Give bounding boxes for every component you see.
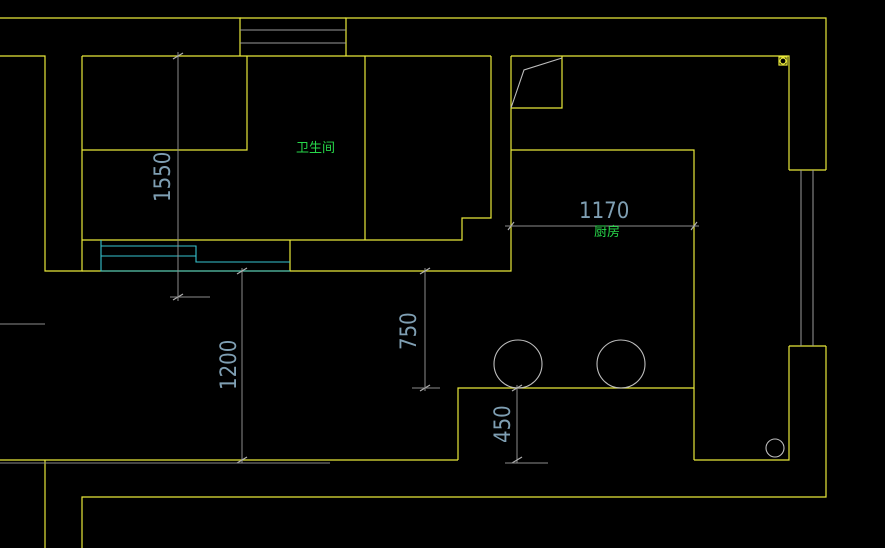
walls (0, 17, 827, 548)
dim-1200: 1200 (217, 340, 242, 390)
room-label-kitchen: 厨房 (594, 224, 620, 240)
dim-450: 450 (491, 405, 516, 443)
stove-burner-right (596, 339, 646, 389)
cabinet-door-swing (510, 57, 563, 109)
windows (240, 29, 814, 346)
dim-750: 750 (397, 312, 422, 350)
dim-1550: 1550 (151, 152, 176, 202)
dimension-lines (0, 52, 699, 464)
room-label-bathroom: 卫生间 (296, 141, 335, 156)
fixtures (100, 56, 788, 458)
floor-drain (765, 438, 785, 458)
dim-1170: 1170 (579, 199, 629, 224)
stove-burner-left (493, 339, 543, 389)
shower-threshold (100, 240, 290, 272)
corner-fitting (778, 56, 788, 66)
